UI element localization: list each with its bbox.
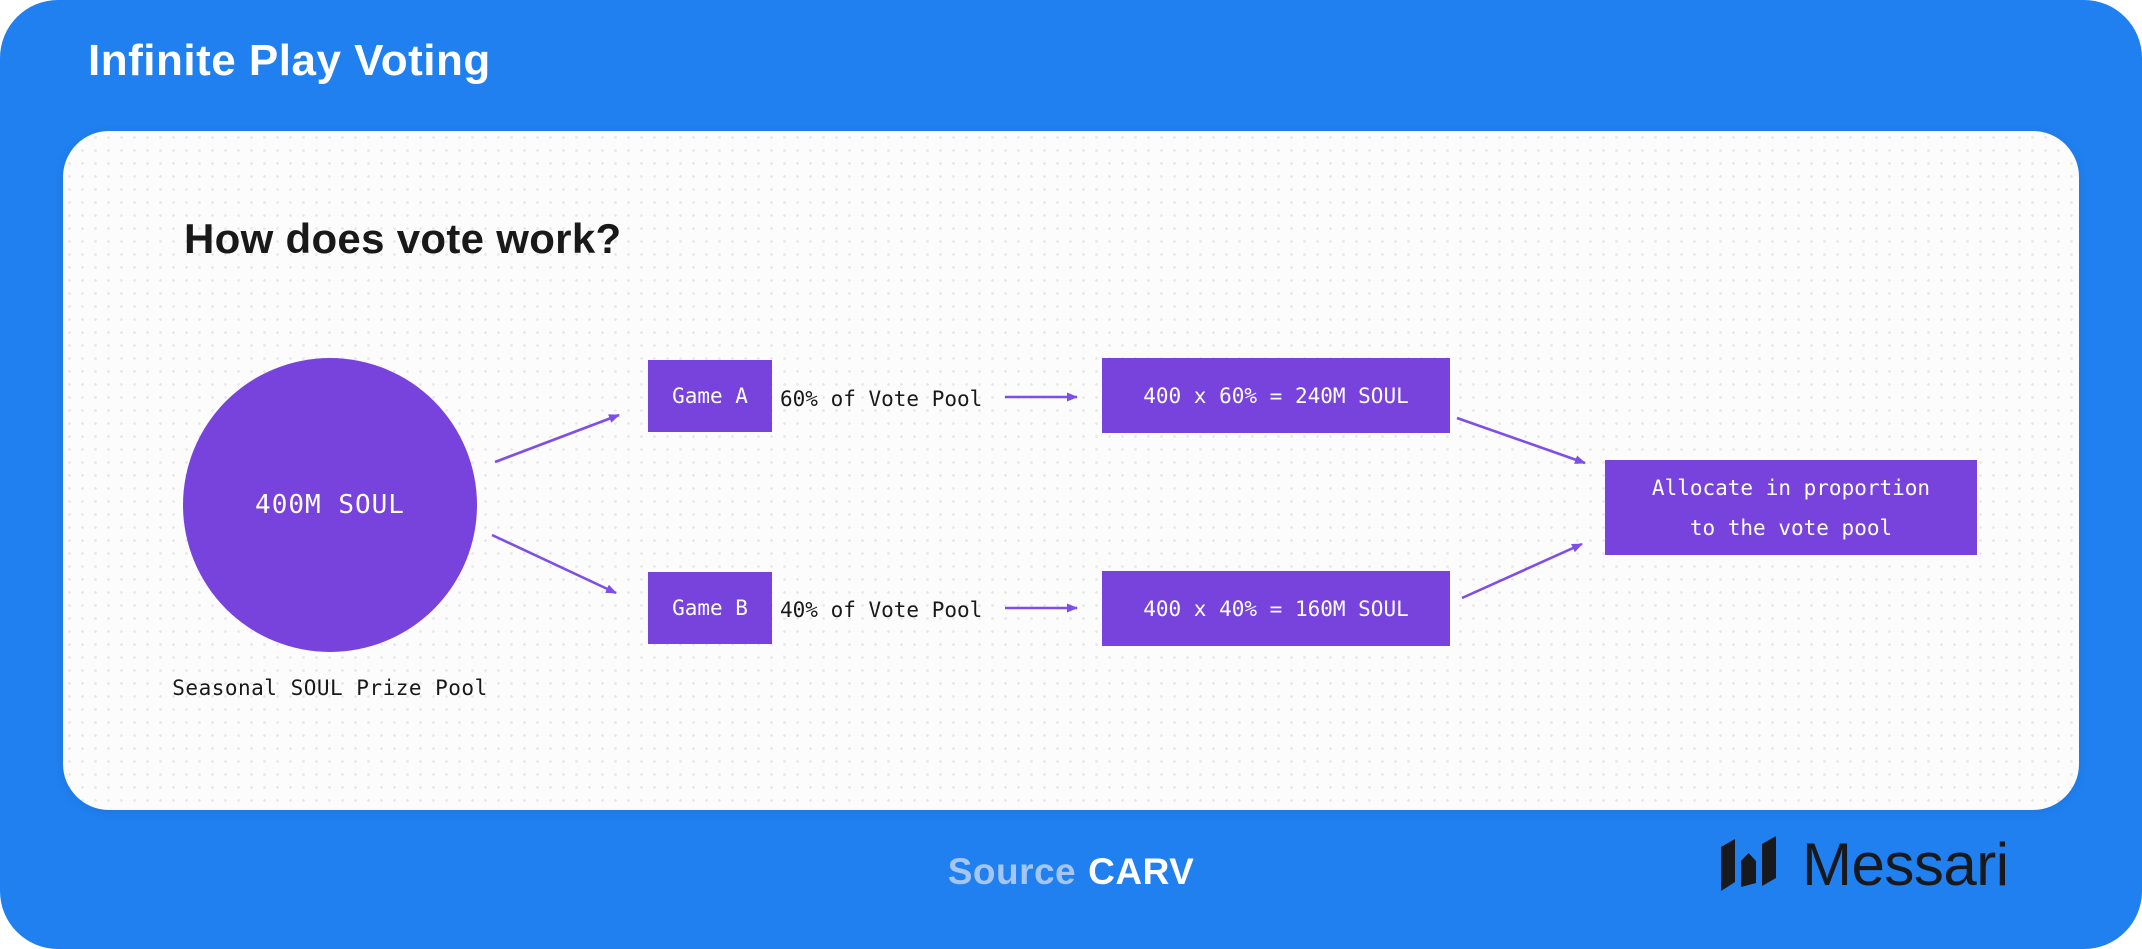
game-b-node: Game B xyxy=(648,572,772,644)
arrow-pool-to-game-a xyxy=(494,413,620,464)
game-b-share-label: 40% of Vote Pool xyxy=(780,598,983,622)
arrow-calc-b-to-allocate xyxy=(1461,542,1583,600)
game-b-label: Game B xyxy=(672,596,748,620)
diagram-card: How does vote work? 400M SOUL Seasonal S… xyxy=(63,131,2079,810)
arrow-pool-to-game-b xyxy=(491,533,617,595)
source-attribution: Source CARV xyxy=(0,851,2142,893)
prize-pool-caption: Seasonal SOUL Prize Pool xyxy=(172,676,488,700)
game-a-share-label: 60% of Vote Pool xyxy=(780,387,983,411)
game-a-label: Game A xyxy=(672,384,748,408)
source-label: Source xyxy=(947,851,1077,892)
allocate-line-2: to the vote pool xyxy=(1689,515,1893,540)
game-b-calc-label: 400 x 40% = 160M SOUL xyxy=(1143,596,1409,621)
messari-wordmark: Messari xyxy=(1802,830,2009,898)
prize-pool-circle: 400M SOUL xyxy=(183,358,477,652)
game-a-node: Game A xyxy=(648,360,772,432)
allocate-line-1: Allocate in proportion xyxy=(1651,475,1931,500)
arrow-calc-a-to-allocate xyxy=(1456,416,1586,465)
game-a-calc-label: 400 x 60% = 240M SOUL xyxy=(1143,383,1409,408)
game-a-calc-node: 400 x 60% = 240M SOUL xyxy=(1102,358,1450,433)
diagram-heading: How does vote work? xyxy=(184,215,622,262)
allocate-node: Allocate in proportion to the vote pool xyxy=(1605,460,1977,555)
messari-brand: Messari xyxy=(1716,830,2009,898)
page-title: Infinite Play Voting xyxy=(88,36,491,85)
messari-logo-icon xyxy=(1721,836,1776,891)
game-b-calc-node: 400 x 40% = 160M SOUL xyxy=(1102,571,1450,646)
source-value: CARV xyxy=(1088,851,1195,892)
prize-pool-amount: 400M SOUL xyxy=(255,490,405,520)
